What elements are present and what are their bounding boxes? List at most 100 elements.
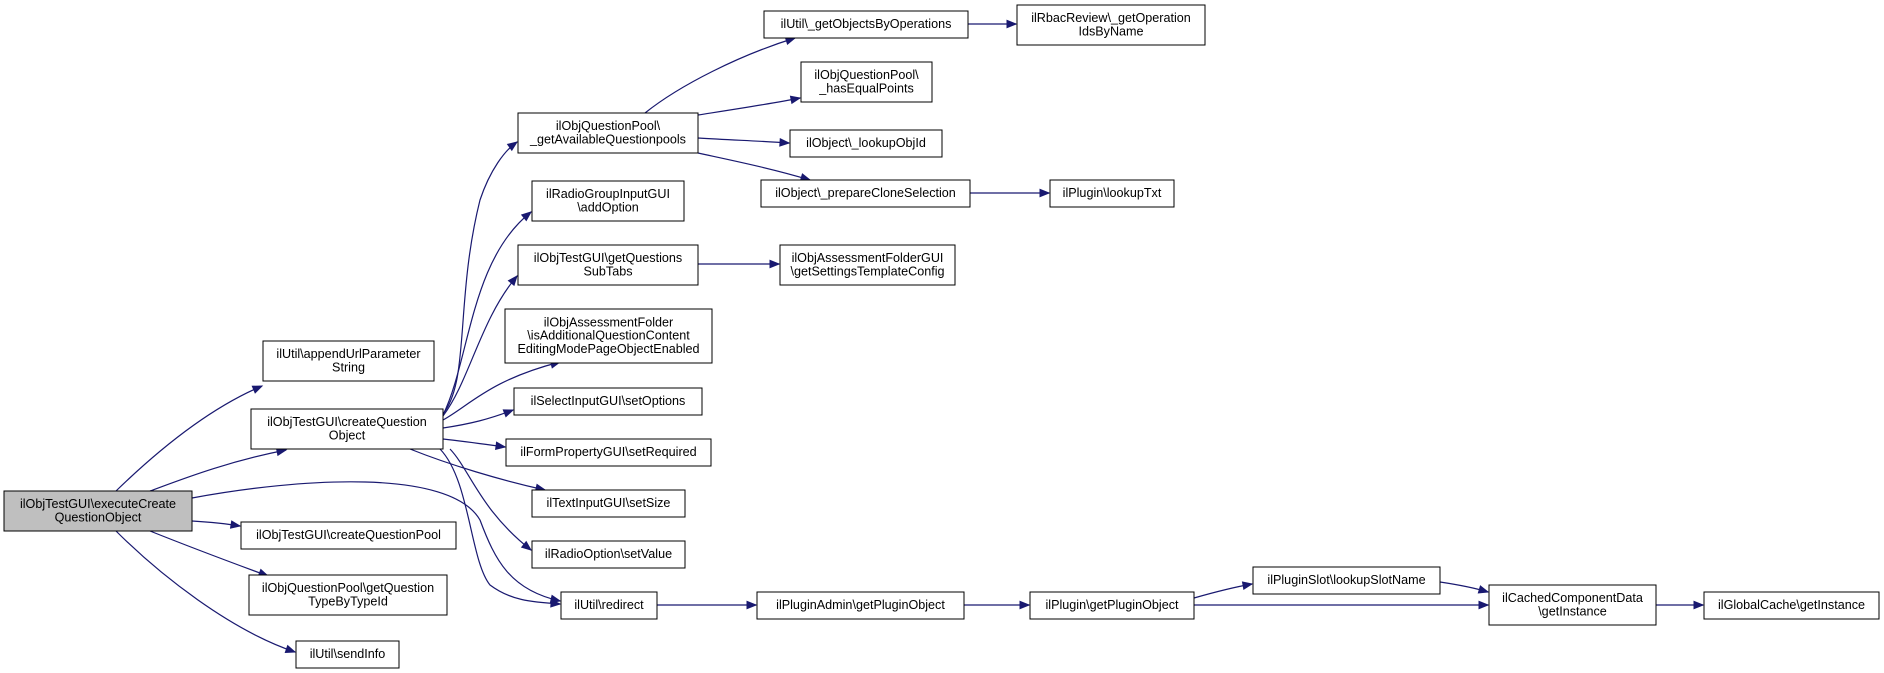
node-box	[1488, 584, 1657, 626]
node-label-line: ilPlugin\getPluginObject	[1045, 598, 1179, 612]
node-set-size[interactable]: ilTextInputGUI\setSize	[531, 489, 686, 518]
node-box	[763, 10, 969, 39]
node-get-qtype-by-id[interactable]: ilObjQuestionPool\getQuestionTypeByTypeI…	[248, 574, 448, 616]
node-prep-clone[interactable]: ilObject\_prepareCloneSelection	[760, 179, 971, 208]
node-box	[531, 180, 685, 222]
edge-lookup-slot-name-to-cached-get-inst-arrowhead	[1477, 585, 1490, 594]
node-lookup-obj-id[interactable]: ilObject\_lookupObjId	[789, 129, 943, 158]
node-label-line: ilUtil\redirect	[574, 598, 644, 612]
node-label-line: SubTabs	[583, 264, 632, 278]
node-label-line: \getInstance	[1538, 604, 1607, 618]
node-box	[531, 489, 686, 518]
node-box	[531, 540, 686, 569]
node-cached-get-inst[interactable]: ilCachedComponentData\getInstance	[1488, 584, 1657, 626]
node-box	[800, 61, 933, 103]
node-label-line: ilRadioOption\setValue	[545, 547, 672, 561]
node-label-line: ilTextInputGUI\setSize	[547, 496, 671, 510]
node-label-line: ilObjAssessmentFolder	[544, 315, 673, 329]
node-label-line: ilObjTestGUI\createQuestionPool	[256, 528, 441, 542]
node-get-obj-by-ops[interactable]: ilUtil\_getObjectsByOperations	[763, 10, 969, 39]
node-box	[560, 591, 658, 620]
node-get-avail-qp[interactable]: ilObjQuestionPool\_getAvailableQuestionp…	[517, 112, 699, 154]
node-label-line: ilPlugin\lookupTxt	[1063, 186, 1162, 200]
node-label-line: ilRadioGroupInputGUI	[546, 187, 670, 201]
node-get-plugin-obj-admin[interactable]: ilPluginAdmin\getPluginObject	[756, 591, 965, 620]
node-add-option[interactable]: ilRadioGroupInputGUI\addOption	[531, 180, 685, 222]
node-label-line: ilPluginSlot\lookupSlotName	[1267, 573, 1425, 587]
node-box	[3, 490, 193, 532]
node-box	[295, 640, 400, 669]
node-label-line: String	[332, 360, 365, 374]
edge-create-qo-to-set-value-arrowhead	[520, 540, 533, 551]
edge-root-to-send-info	[115, 530, 296, 653]
node-box	[505, 438, 712, 467]
node-box	[517, 112, 699, 154]
node-label-line: QuestionObject	[55, 510, 142, 524]
edge-get-plugin-obj-to-lookup-slot-name-arrowhead	[1241, 581, 1254, 590]
node-is-addl-qc[interactable]: ilObjAssessmentFolder\isAdditionalQuesti…	[504, 308, 713, 364]
node-has-equal-pts[interactable]: ilObjQuestionPool\_hasEqualPoints	[800, 61, 933, 103]
edge-get-avail-qp-to-has-equal-pts	[697, 97, 801, 116]
node-label-line: ilObjTestGUI\getQuestions	[534, 251, 682, 265]
node-box	[1703, 591, 1880, 620]
node-label-line: Object	[329, 428, 366, 442]
node-label-line: ilFormPropertyGUI\setRequired	[520, 445, 696, 459]
node-label-line: ilUtil\appendUrlParameter	[276, 347, 420, 361]
edge-root-to-create-qp-arrowhead	[229, 520, 242, 529]
node-create-qp[interactable]: ilObjTestGUI\createQuestionPool	[240, 521, 457, 550]
edge-prep-clone-to-lookup-txt-arrowhead	[1039, 188, 1051, 198]
node-label-line: ilUtil\sendInfo	[310, 647, 386, 661]
node-send-info[interactable]: ilUtil\sendInfo	[295, 640, 400, 669]
edge-create-qo-to-add-option	[442, 211, 532, 416]
nodes-layer: ilObjTestGUI\executeCreateQuestionObject…	[3, 4, 1880, 669]
edge-get-plugin-obj-admin-to-get-plugin-obj-arrowhead	[1019, 600, 1031, 610]
node-set-options[interactable]: ilSelectInputGUI\setOptions	[513, 387, 703, 416]
edge-create-qo-to-get-qsub-tabs-arrowhead	[507, 274, 518, 287]
edge-get-avail-qp-to-lookup-obj-id	[697, 137, 790, 144]
node-box	[789, 129, 943, 158]
node-lookup-txt[interactable]: ilPlugin\lookupTxt	[1049, 179, 1175, 208]
edge-create-qo-to-set-value	[449, 448, 532, 551]
node-box	[517, 244, 699, 286]
edge-root-to-append-url-arrowhead	[251, 385, 264, 394]
node-label-line: ilObject\_prepareCloneSelection	[775, 186, 956, 200]
node-label-line: ilUtil\_getObjectsByOperations	[781, 17, 952, 31]
node-redirect[interactable]: ilUtil\redirect	[560, 591, 658, 620]
edge-create-qo-to-redirect	[439, 448, 561, 605]
node-box	[240, 521, 457, 550]
edge-get-avail-qp-to-has-equal-pts-arrowhead	[789, 95, 802, 105]
node-box	[1016, 4, 1206, 46]
node-box	[1049, 179, 1175, 208]
node-global-get-inst[interactable]: ilGlobalCache\getInstance	[1703, 591, 1880, 620]
node-label-line: EditingModePageObjectEnabled	[517, 342, 699, 356]
node-box	[262, 340, 435, 382]
node-box	[1029, 591, 1195, 620]
edge-get-avail-qp-to-get-obj-by-ops	[644, 37, 796, 114]
node-label-line: IdsByName	[1078, 24, 1143, 38]
node-set-required[interactable]: ilFormPropertyGUI\setRequired	[505, 438, 712, 467]
edge-create-qo-to-add-option-arrowhead	[520, 211, 533, 222]
node-lookup-slot-name[interactable]: ilPluginSlot\lookupSlotName	[1252, 566, 1441, 595]
node-label-line: ilObjQuestionPool\	[814, 68, 919, 82]
node-label-line: ilPluginAdmin\getPluginObject	[776, 598, 945, 612]
node-box	[248, 574, 448, 616]
node-box	[513, 387, 703, 416]
edge-root-to-get-qtype-by-id	[149, 530, 269, 577]
node-label-line: ilObjTestGUI\executeCreate	[20, 497, 176, 511]
node-get-settings-tpl[interactable]: ilObjAssessmentFolderGUI\getSettingsTemp…	[779, 244, 956, 286]
edge-root-to-create-qo	[149, 449, 287, 492]
node-get-plugin-obj[interactable]: ilPlugin\getPluginObject	[1029, 591, 1195, 620]
node-label-line: ilSelectInputGUI\setOptions	[531, 394, 686, 408]
edge-create-qo-to-is-addl-qc	[442, 361, 561, 421]
node-label-line: _hasEqualPoints	[818, 81, 914, 95]
node-label-line: ilObjQuestionPool\	[556, 119, 661, 133]
node-label-line: ilRbacReview\_getOperation	[1031, 11, 1191, 25]
node-set-value[interactable]: ilRadioOption\setValue	[531, 540, 686, 569]
node-box	[779, 244, 956, 286]
